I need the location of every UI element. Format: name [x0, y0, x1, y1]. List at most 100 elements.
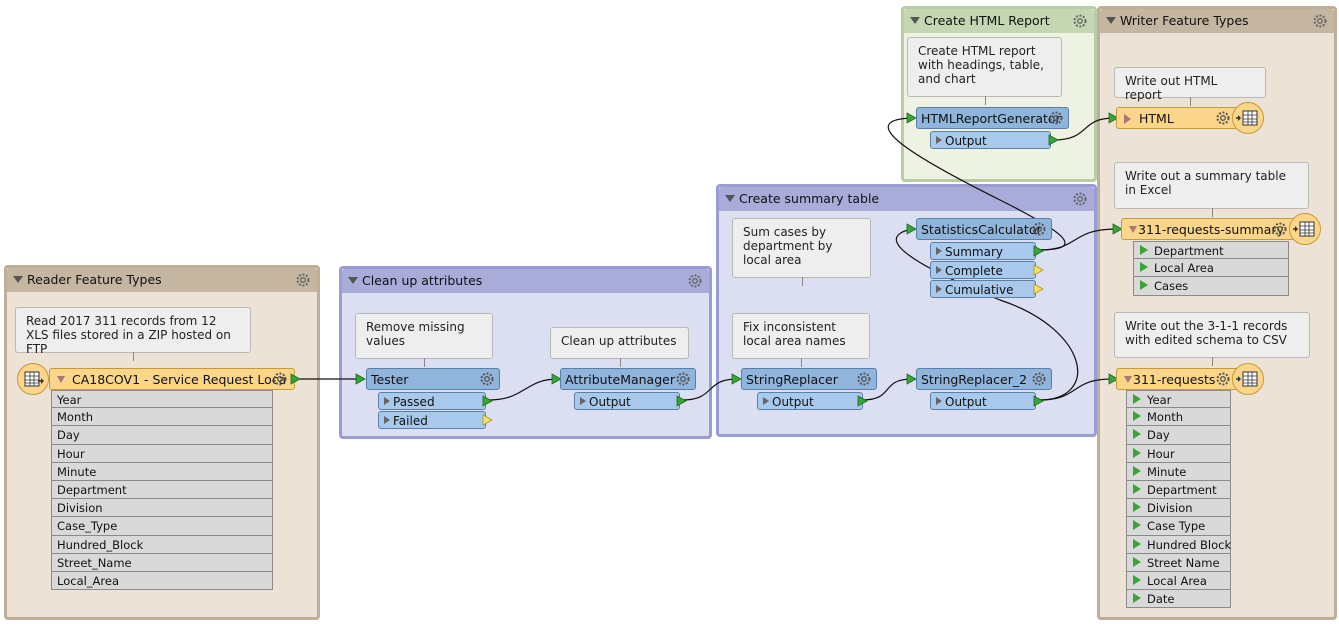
gear-icon[interactable] [272, 371, 288, 387]
output-port-icon[interactable] [482, 395, 494, 407]
collapse-triangle-icon[interactable] [910, 17, 920, 24]
gear-icon[interactable] [1215, 371, 1231, 387]
output-port-icon[interactable] [1033, 395, 1045, 407]
annotation-string-replacer[interactable]: Fix inconsistent local area names [732, 313, 870, 367]
gear-icon[interactable] [1272, 221, 1288, 237]
port-summary[interactable]: Summary [930, 242, 1036, 260]
annotation-statistics[interactable]: Sum cases by department by local area [732, 218, 871, 286]
transformer-attribute-manager[interactable]: AttributeManager [560, 368, 696, 390]
output-port-unconnected-icon[interactable] [482, 414, 494, 426]
attribute[interactable]: Year [1126, 390, 1231, 409]
attribute[interactable]: Month [1126, 408, 1231, 427]
port-output[interactable]: Output [930, 131, 1051, 149]
input-port-icon[interactable] [1112, 223, 1124, 235]
bookmark-header[interactable]: Writer Feature Types [1100, 9, 1334, 33]
writer-feature-type-html[interactable]: HTML [1116, 107, 1238, 129]
attribute[interactable]: Hour [51, 444, 273, 463]
gear-icon[interactable] [687, 273, 703, 289]
output-port-icon[interactable] [676, 395, 688, 407]
gear-icon[interactable] [1312, 13, 1328, 29]
collapse-triangle-icon[interactable] [725, 195, 735, 202]
writer-table-icon[interactable] [1289, 213, 1321, 245]
output-port-unconnected-icon[interactable] [1033, 264, 1045, 276]
gear-icon[interactable] [856, 371, 872, 387]
port-failed[interactable]: Failed [378, 411, 486, 429]
annotation-write-summary[interactable]: Write out a summary table in Excel [1114, 162, 1309, 217]
gear-icon[interactable] [1031, 371, 1047, 387]
bookmark-header[interactable]: Reader Feature Types [7, 268, 317, 292]
transformer-statistics-calculator[interactable]: StatisticsCalculator [916, 218, 1052, 240]
attribute[interactable]: Month [51, 408, 273, 427]
input-port-icon[interactable] [355, 373, 367, 385]
bookmark-header[interactable]: Clean up attributes [342, 269, 709, 293]
attribute[interactable]: Year [51, 390, 273, 409]
gear-icon[interactable] [1072, 191, 1088, 207]
output-port-icon[interactable] [290, 373, 302, 385]
attribute[interactable]: Case_Type [51, 517, 273, 536]
gear-icon[interactable] [675, 371, 691, 387]
bookmark-header[interactable]: Create HTML Report [904, 9, 1094, 33]
gear-icon[interactable] [295, 272, 311, 288]
output-port-unconnected-icon[interactable] [1033, 283, 1045, 295]
writer-feature-type-summary[interactable]: 311-requests-summary [1121, 218, 1295, 240]
input-port-icon[interactable] [731, 373, 743, 385]
writer-feature-type-311-requests[interactable]: 311-requests [1116, 368, 1238, 390]
attribute[interactable]: Hundred_Block [51, 535, 273, 554]
port-output[interactable]: Output [574, 392, 680, 410]
writer-table-icon[interactable] [1232, 102, 1264, 134]
attribute[interactable]: Minute [1126, 462, 1231, 481]
attribute[interactable]: Department [1133, 241, 1289, 260]
port-cumulative[interactable]: Cumulative [930, 280, 1036, 298]
gear-icon[interactable] [1215, 110, 1231, 126]
attribute[interactable]: Minute [51, 462, 273, 481]
collapse-triangle-icon[interactable] [13, 276, 23, 283]
transformer-string-replacer-2[interactable]: StringReplacer_2 [916, 368, 1052, 390]
port-output[interactable]: Output [757, 392, 863, 410]
port-complete[interactable]: Complete [930, 261, 1036, 279]
annotation-reader[interactable]: Read 2017 311 records from 12 XLS files … [15, 307, 251, 361]
collapse-triangle-icon[interactable] [1124, 376, 1132, 383]
attribute[interactable]: Day [1126, 426, 1231, 445]
output-port-icon[interactable] [1048, 134, 1060, 146]
input-port-icon[interactable] [1108, 112, 1120, 124]
bookmark-header[interactable]: Create summary table [719, 187, 1094, 211]
gear-icon[interactable] [1031, 221, 1047, 237]
output-port-icon[interactable] [857, 395, 869, 407]
collapse-triangle-icon[interactable] [1106, 17, 1116, 24]
attribute[interactable]: Division [1126, 499, 1231, 518]
attribute[interactable]: Department [51, 480, 273, 500]
attribute[interactable]: Division [51, 499, 273, 518]
output-port-icon[interactable] [1033, 245, 1045, 257]
attribute[interactable]: Local_Area [51, 571, 273, 591]
attribute[interactable]: Department [1126, 480, 1231, 500]
attribute[interactable]: Local Area [1133, 259, 1289, 278]
attribute[interactable]: Street_Name [51, 553, 273, 572]
attribute[interactable]: Date [1126, 590, 1231, 609]
reader-table-icon[interactable] [17, 363, 49, 395]
transformer-html-report-generator[interactable]: HTMLReportGenerator [916, 107, 1069, 129]
attribute[interactable]: Day [51, 426, 273, 445]
attribute[interactable]: Street Name [1126, 553, 1231, 572]
input-port-icon[interactable] [551, 373, 563, 385]
port-passed[interactable]: Passed [378, 392, 486, 410]
port-output[interactable]: Output [930, 392, 1036, 410]
annotation-attribute-manager[interactable]: Clean up attributes [550, 327, 689, 367]
input-port-icon[interactable] [906, 373, 918, 385]
transformer-string-replacer[interactable]: StringReplacer [741, 368, 877, 390]
attribute[interactable]: Hour [1126, 444, 1231, 463]
attribute[interactable]: Case Type [1126, 517, 1231, 536]
attribute[interactable]: Cases [1133, 277, 1289, 296]
annotation-tester[interactable]: Remove missing values [355, 313, 493, 367]
attribute[interactable]: Hundred Block [1126, 535, 1231, 554]
annotation-write-csv[interactable]: Write out the 3-1-1 records with edited … [1114, 312, 1310, 366]
collapse-triangle-icon[interactable] [57, 376, 65, 383]
input-port-icon[interactable] [906, 112, 918, 124]
attribute[interactable]: Local Area [1126, 571, 1231, 591]
collapse-triangle-icon[interactable] [348, 277, 358, 284]
expand-triangle-icon[interactable] [1124, 114, 1131, 124]
writer-table-icon[interactable] [1232, 363, 1264, 395]
transformer-tester[interactable]: Tester [366, 368, 500, 390]
input-port-icon[interactable] [1108, 373, 1120, 385]
annotation-html-report[interactable]: Create HTML report with headings, table,… [907, 37, 1062, 105]
input-port-icon[interactable] [906, 223, 918, 235]
